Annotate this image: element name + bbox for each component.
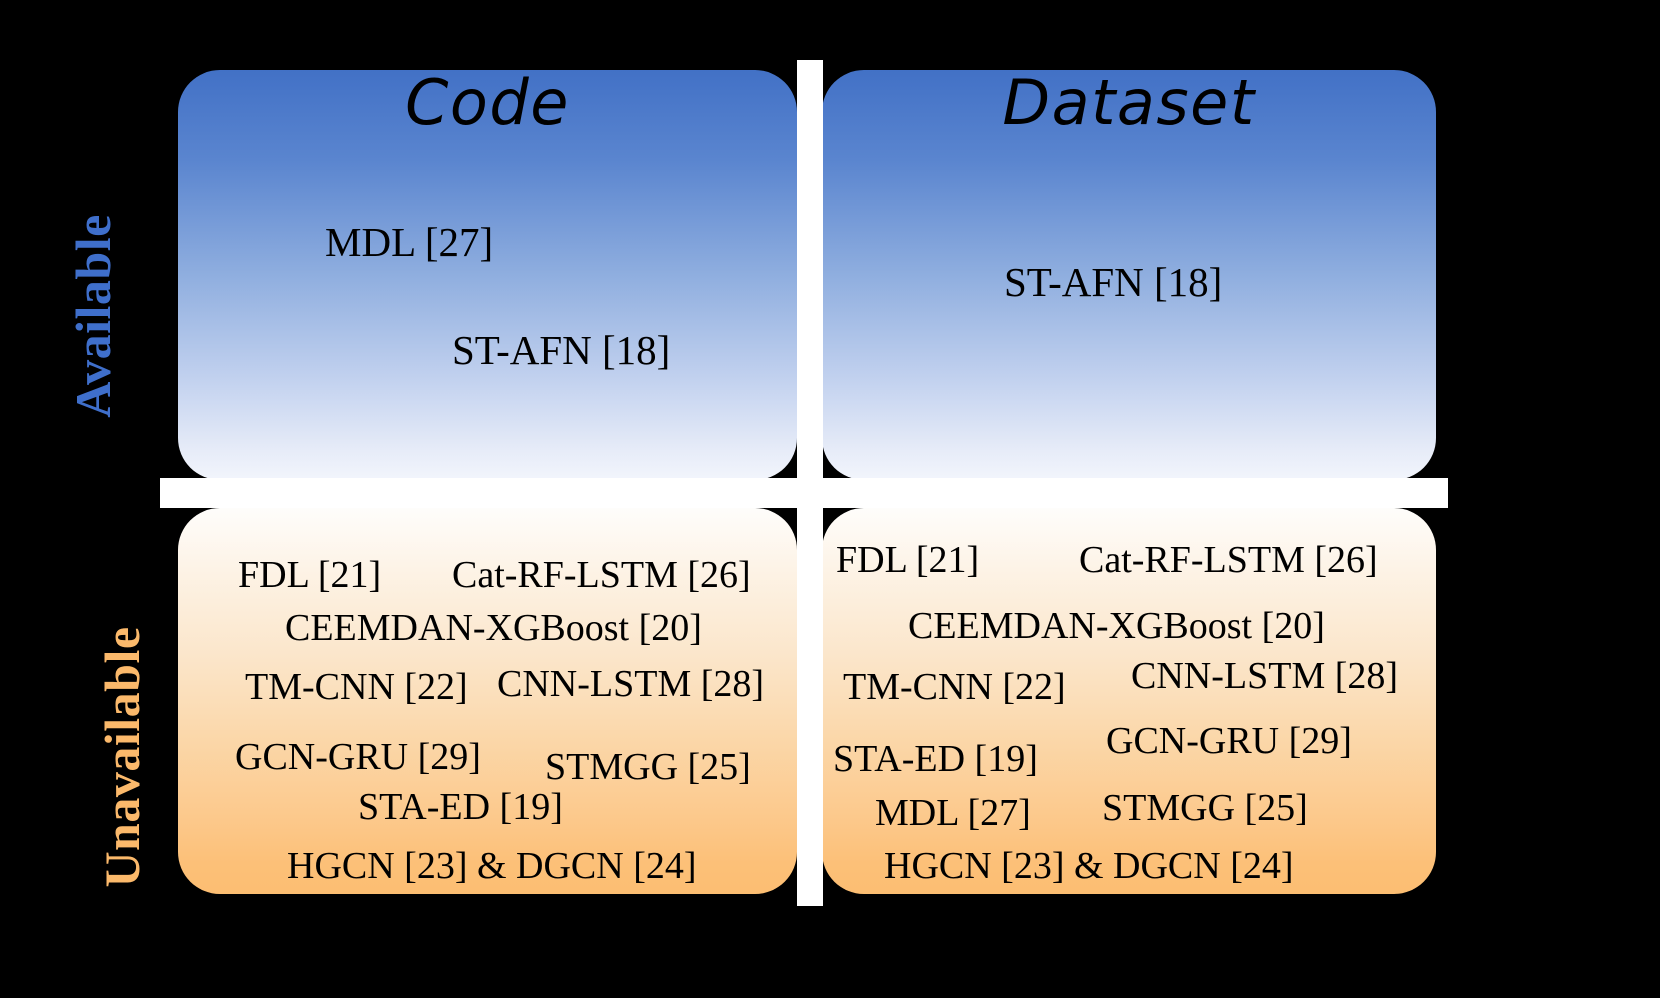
column-header-code: Code — [405, 66, 570, 139]
entry-code-unavailable: STA-ED [19] — [358, 786, 563, 828]
entry-dataset-unavailable: HGCN [23] & DGCN [24] — [884, 845, 1294, 887]
panel-dataset-unavailable — [822, 508, 1436, 894]
entry-dataset-unavailable: STMGG [25] — [1102, 787, 1308, 829]
entry-dataset-unavailable: TM-CNN [22] — [843, 666, 1066, 708]
entry-code-unavailable: FDL [21] — [238, 554, 382, 596]
entry-code-unavailable: STMGG [25] — [545, 746, 751, 788]
entry-dataset-unavailable: CNN-LSTM [28] — [1131, 655, 1399, 697]
entry-code-available: MDL [27] — [325, 219, 494, 265]
entry-dataset-unavailable: STA-ED [19] — [833, 738, 1038, 780]
row-label-available: Available — [65, 214, 121, 418]
entry-code-unavailable: HGCN [23] & DGCN [24] — [287, 845, 697, 887]
entry-code-unavailable: TM-CNN [22] — [245, 666, 468, 708]
entry-code-unavailable: GCN-GRU [29] — [235, 736, 481, 778]
entry-dataset-available: ST-AFN [18] — [1004, 259, 1223, 305]
row-label-unavailable: Unavailable — [94, 626, 150, 888]
entry-dataset-unavailable: MDL [27] — [875, 792, 1031, 834]
entry-code-unavailable: CNN-LSTM [28] — [497, 663, 765, 705]
row-divider — [160, 478, 1448, 508]
panel-code-available — [178, 70, 797, 480]
entry-code-unavailable: Cat-RF-LSTM [26] — [452, 554, 751, 596]
column-header-dataset: Dataset — [1002, 66, 1256, 139]
entry-dataset-unavailable: CEEMDAN-XGBoost [20] — [908, 605, 1325, 647]
entry-dataset-unavailable: FDL [21] — [836, 539, 980, 581]
entry-dataset-unavailable: GCN-GRU [29] — [1106, 720, 1352, 762]
panel-code-unavailable — [178, 508, 797, 894]
entry-code-available: ST-AFN [18] — [452, 327, 671, 373]
panel-dataset-available — [822, 70, 1436, 480]
entry-code-unavailable: CEEMDAN-XGBoost [20] — [285, 607, 702, 649]
entry-dataset-unavailable: Cat-RF-LSTM [26] — [1079, 539, 1378, 581]
